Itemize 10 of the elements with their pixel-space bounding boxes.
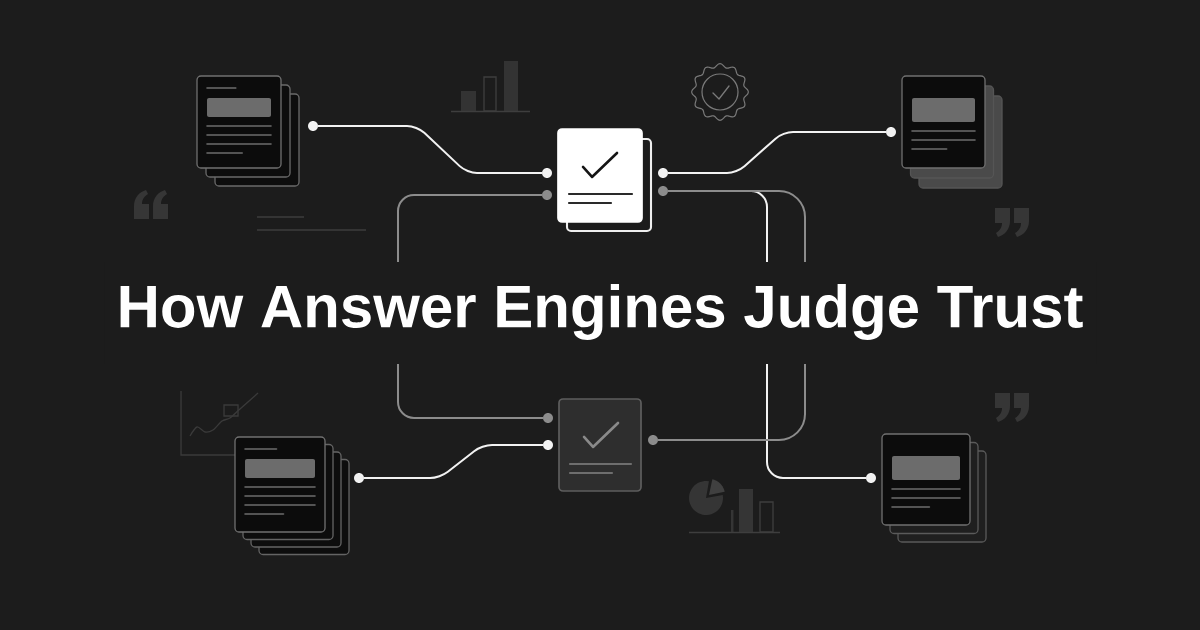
document-stack xyxy=(196,75,318,187)
connector-line xyxy=(363,444,544,479)
connector-line xyxy=(667,131,887,174)
document-stack xyxy=(866,433,987,543)
checked-document xyxy=(543,398,658,492)
connector-line xyxy=(317,125,543,174)
checked-document xyxy=(542,128,668,233)
document-stack xyxy=(234,436,364,556)
title: How Answer Engines Judge Trust xyxy=(120,283,1083,341)
document-stack xyxy=(886,75,1003,189)
